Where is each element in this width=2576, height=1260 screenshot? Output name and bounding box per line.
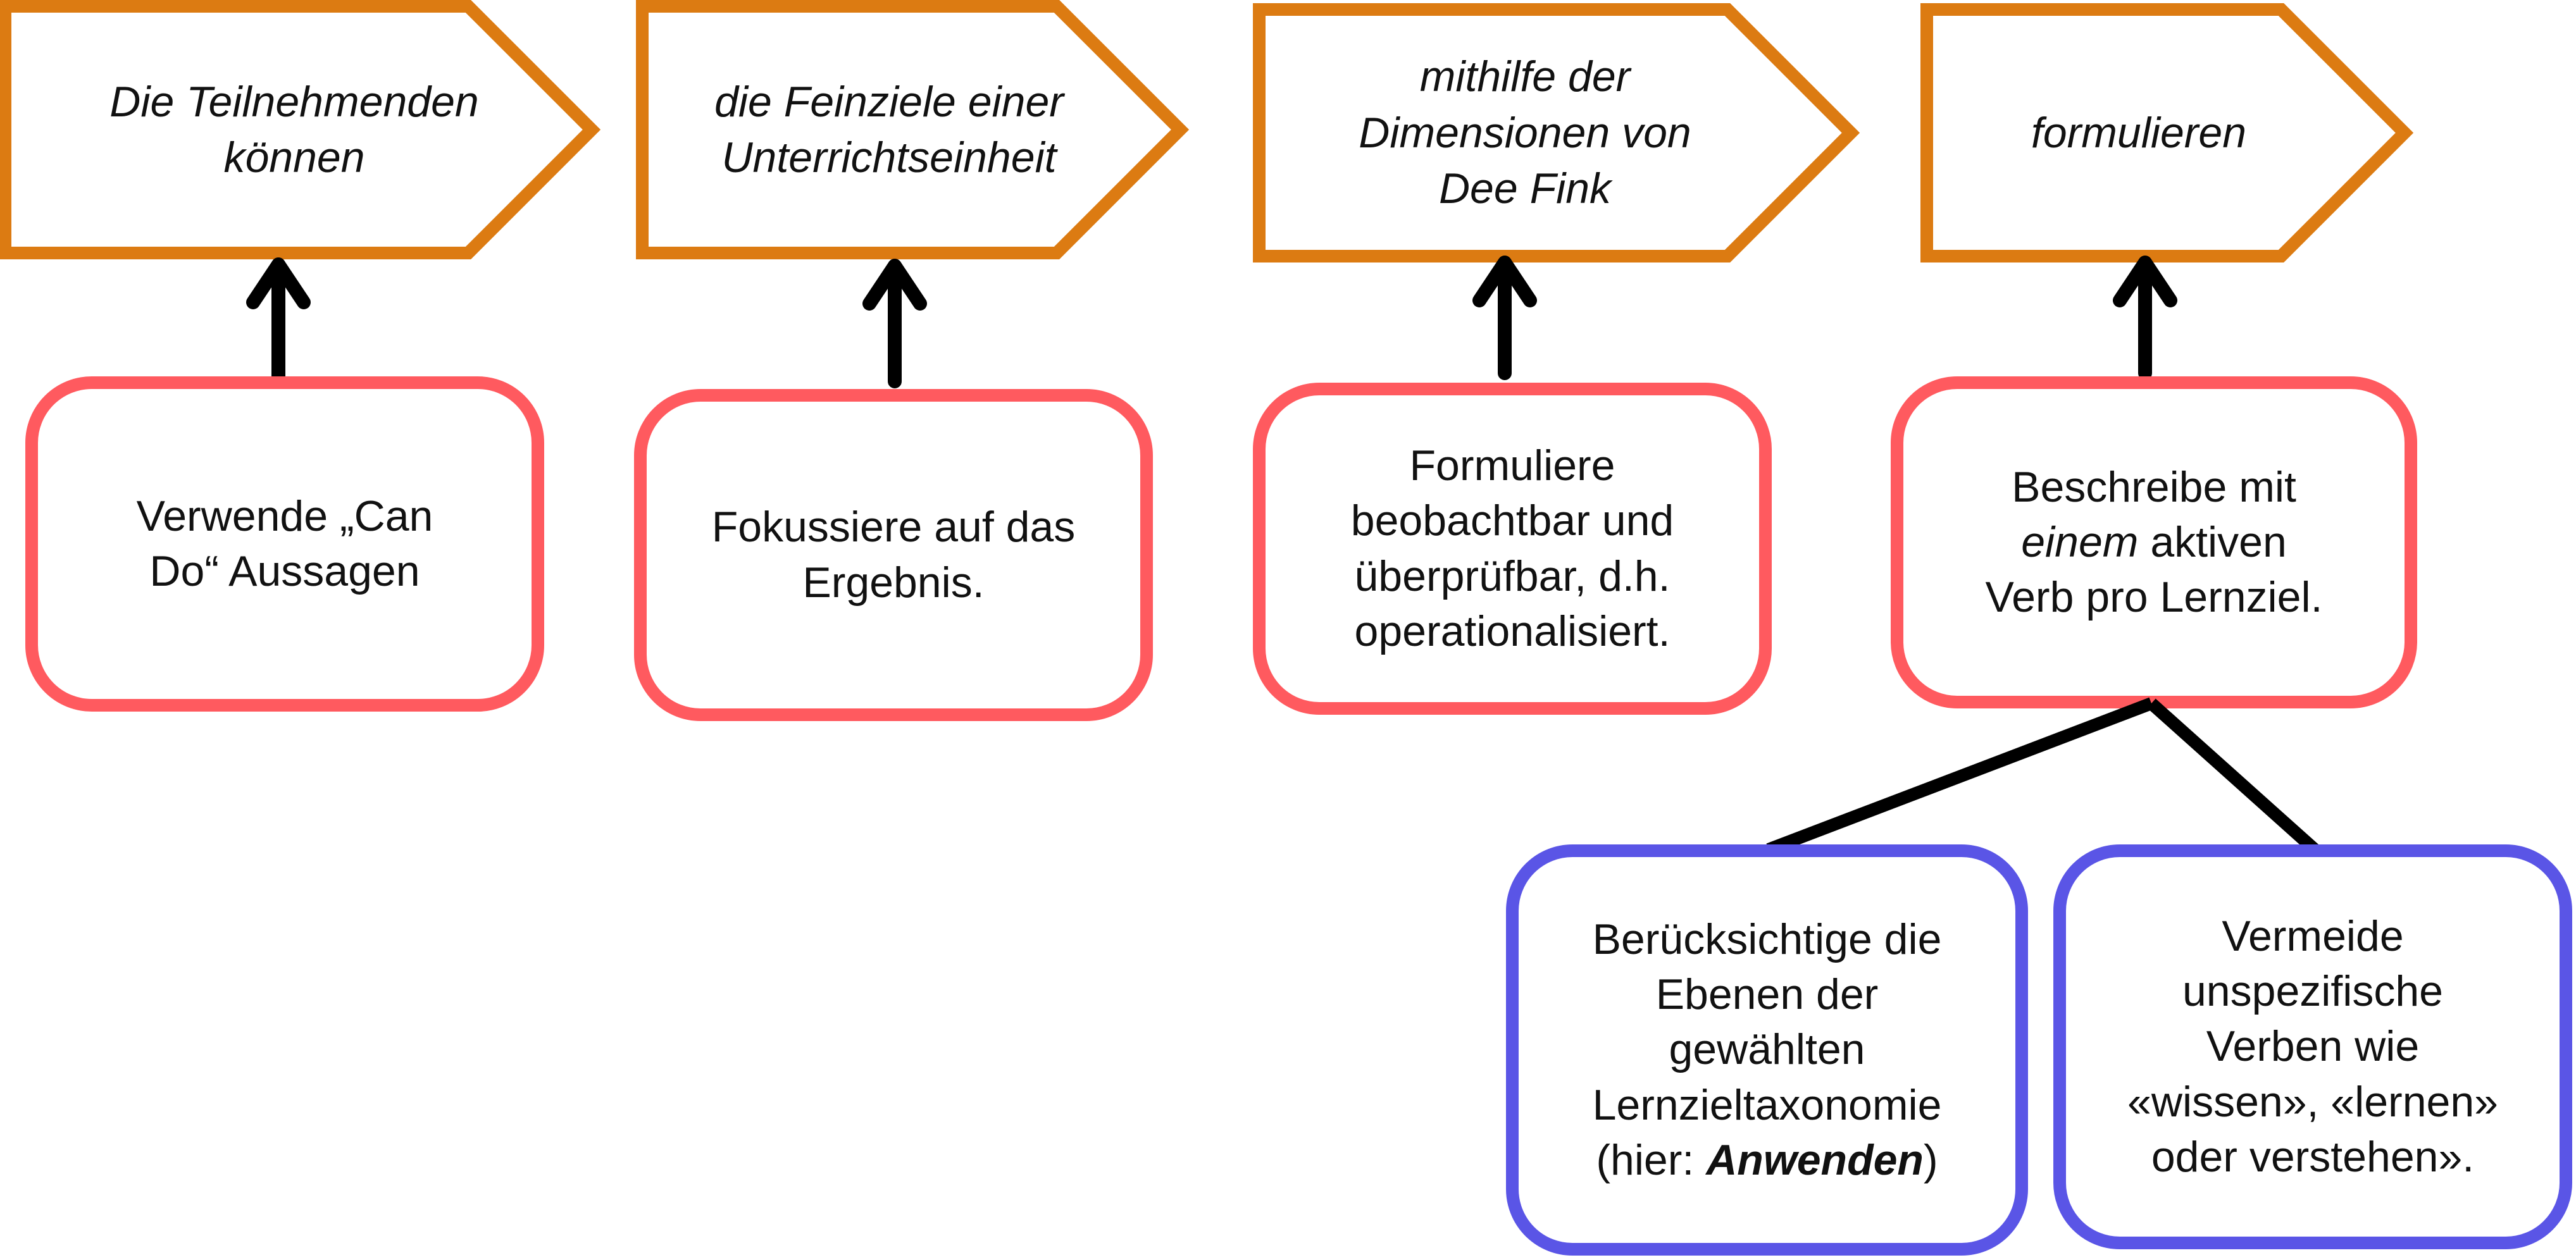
arrow-4-line-1: formulieren [2031,108,2247,157]
sub-tip-1-line-3: gewählten [1669,1025,1865,1074]
sub-tip-1-line-2: Ebenen der [1655,970,1879,1019]
up-arrow-connector-1 [246,257,311,385]
tip-box-3 [1253,383,1772,715]
up-arrow-connector-3 [1472,256,1537,380]
arrow-2-line-2: Unterrichtseinheit [721,133,1057,182]
sub-tip-box-2 [2053,844,2572,1249]
arrow-3-line-2: Dimensionen von [1359,108,1691,157]
tip-label-1: Verwende „Can Do“ Aussagen [44,395,525,693]
sub-tip-1-line-5: (hier: Anwenden) [1593,1133,1942,1188]
tip-4-line-2-rest: aktiven [2138,517,2287,566]
tip-1-line-2: Do“ Aussagen [149,547,420,595]
sub-tip-1-bold: Anwenden [1706,1135,1924,1184]
arrow-label-3: mithilfe der Dimensionen von Dee Fink [1272,28,1778,237]
arrow-label-1: Die Teilnehmenden können [19,25,569,234]
tip-2-line-2: Ergebnis. [802,558,985,607]
sub-tip-1-prefix: (hier: [1596,1135,1707,1184]
arrow-label-4: formulieren [1933,28,2344,237]
tip-1-line-1: Verwende „Can [136,491,433,540]
tip-3-line-4: operationalisiert. [1354,607,1671,655]
arrow-shape-1 [0,0,601,259]
arrow-label-2: die Feinziele einer Unterrichtseinheit [645,25,1133,234]
tip-box-2 [634,389,1153,721]
sub-tip-1-line-1: Berücksichtige die [1592,915,1942,964]
sub-tip-2-line-1: Vermeide [2222,912,2404,961]
arrow-1-line-1: Die Teilnehmenden [109,77,479,126]
arrow-shape-3 [1253,3,1860,262]
tip-3-line-2: beobachtbar und [1350,497,1674,545]
tip-4-line-2: einem aktiven [1986,515,2323,570]
sub-tip-1-line-4: Lernzieltaxonomie [1592,1080,1942,1129]
sub-tip-label-2: Vermeide unspezifische Verben wie «wisse… [2072,863,2553,1230]
arrow-2-line-1: die Feinziele einer [714,77,1064,126]
tip-2-line-1: Fokussiere auf das [711,503,1076,552]
sub-tip-2-line-5: oder verstehen». [2151,1132,2475,1181]
arrow-shape-4 [1920,3,2414,262]
tip-label-4: Beschreibe mit einem aktiven Verb pro Le… [1910,395,2398,689]
tip-4-emphasis: einem [2021,517,2139,566]
tip-label-3: Formuliere beobachtbar und überprüfbar, … [1272,402,1753,696]
tip-4-line-1: Beschreibe mit [2012,462,2296,511]
arrow-1-line-2: können [223,133,365,182]
sub-tip-2-line-3: Verben wie [2206,1022,2420,1071]
sub-tip-box-1 [1506,844,2028,1256]
tip-label-2: Fokussiere auf das Ergebnis. [653,408,1134,702]
sub-tip-label-1: Berücksichtige die Ebenen der gewählten … [1525,863,2009,1237]
tip-3-line-3: überprüfbar, d.h. [1354,552,1671,600]
sub-tip-2-line-4: «wissen», «lernen» [2127,1077,2498,1126]
arrow-shape-2 [636,0,1190,259]
up-arrow-connector-4 [2113,256,2177,380]
tip-4-line-3: Verb pro Lernziel. [1985,573,2323,622]
sub-tip-2-line-2: unspezifische [2182,967,2444,1016]
up-arrow-connector-2 [862,259,927,388]
tip-box-1 [25,376,544,712]
arrow-3-line-3: Dee Fink [1438,164,1612,213]
tip-3-line-1: Formuliere [1409,442,1615,490]
branch-connectors [1766,697,2319,856]
sub-tip-1-suffix: ) [1923,1135,1938,1184]
arrow-3-line-1: mithilfe der [1419,52,1631,101]
